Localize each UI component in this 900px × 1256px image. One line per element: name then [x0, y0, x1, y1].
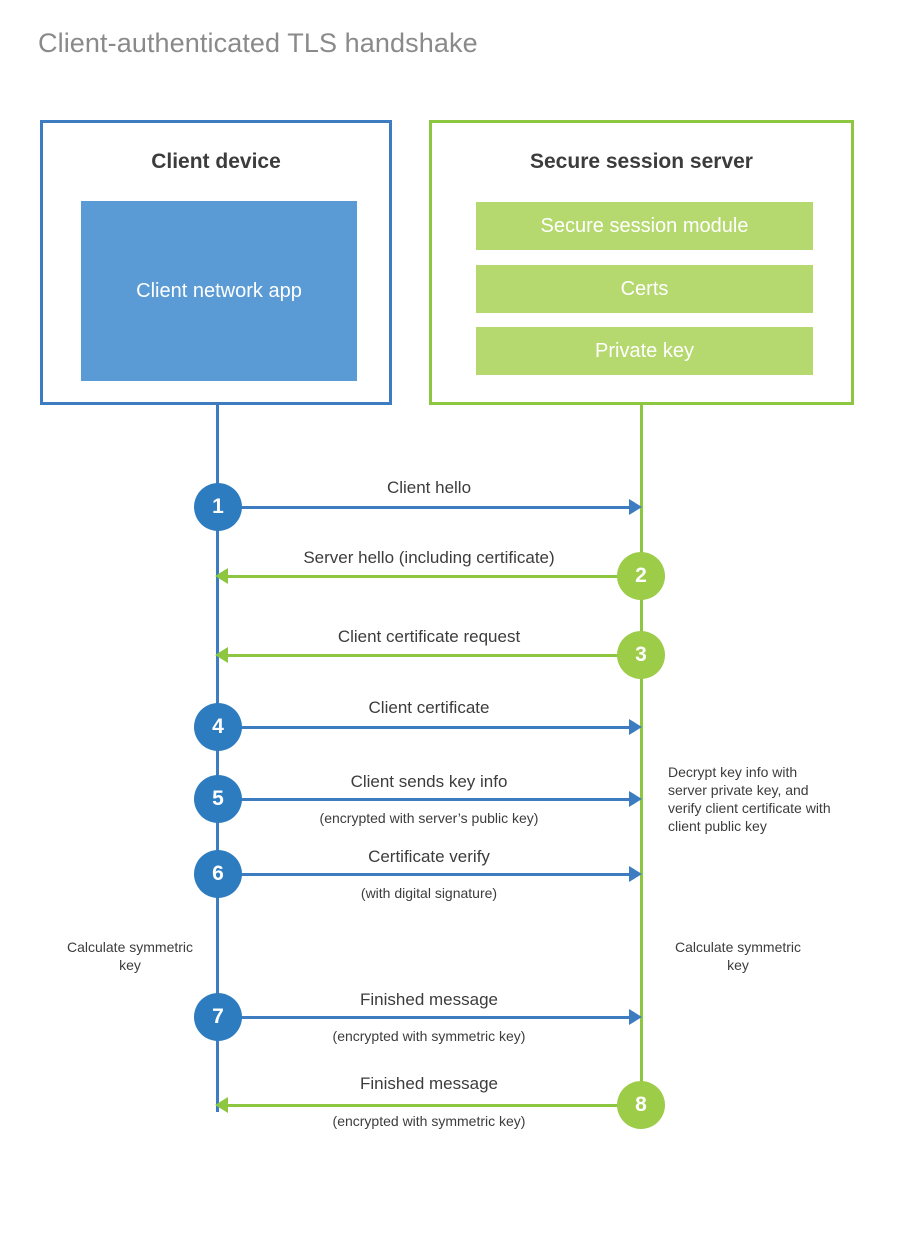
step-6-arrow-line: [218, 873, 633, 876]
client-network-app-block: Client network app: [81, 201, 357, 381]
server-decrypt-note: Decrypt key info with server private key…: [668, 764, 831, 834]
step-2-label: Server hello (including certificate): [303, 548, 555, 567]
step-3-arrow-line: [226, 654, 641, 657]
step-3-label: Client certificate request: [337, 627, 521, 646]
secure-session-server-box: Secure session server Secure session mod…: [429, 120, 854, 405]
step-6-marker[interactable]: 6: [194, 850, 242, 898]
step-7-arrow-line: [218, 1016, 633, 1019]
server-component-secure-session-module: Secure session module: [476, 202, 813, 250]
step-5-label: Client sends key info: [350, 772, 508, 791]
step-5-sublabel: (encrypted with server’s public key): [319, 810, 539, 826]
step-6-sublabel: (with digital signature): [360, 885, 498, 901]
step-1-arrow-line: [218, 506, 633, 509]
step-4-marker[interactable]: 4: [194, 703, 242, 751]
step-7-label: Finished message: [360, 990, 498, 1009]
step-3-marker[interactable]: 3: [617, 631, 665, 679]
client-calculate-symmetric-key-note: Calculate symmetric key: [66, 939, 194, 973]
step-2-arrow-line: [226, 575, 641, 578]
step-7-sublabel: (encrypted with symmetric key): [332, 1028, 526, 1044]
step-8-arrow-head-icon: [215, 1097, 228, 1113]
client-device-box: Client device Client network app: [40, 120, 392, 405]
server-component-private-key: Private key: [476, 327, 813, 375]
server-component-certs: Certs: [476, 265, 813, 313]
server-lifeline: [640, 405, 643, 1105]
step-1-label: Client hello: [386, 478, 472, 497]
step-7-arrow-head-icon: [629, 1009, 642, 1025]
step-5-marker[interactable]: 5: [194, 775, 242, 823]
server-calculate-symmetric-key-note: Calculate symmetric key: [674, 939, 802, 973]
step-4-label: Client certificate: [368, 698, 490, 717]
step-8-arrow-line: [226, 1104, 641, 1107]
step-5-arrow-line: [218, 798, 633, 801]
page-title: Client-authenticated TLS handshake: [38, 28, 478, 58]
step-7-marker[interactable]: 7: [194, 993, 242, 1041]
step-5-arrow-head-icon: [629, 791, 642, 807]
client-lifeline: [216, 405, 219, 1112]
step-2-marker[interactable]: 2: [617, 552, 665, 600]
step-8-label: Finished message: [360, 1074, 498, 1093]
step-6-arrow-head-icon: [629, 866, 642, 882]
step-1-marker[interactable]: 1: [194, 483, 242, 531]
step-8-marker[interactable]: 8: [617, 1081, 665, 1129]
client-device-title: Client device: [151, 150, 281, 173]
step-4-arrow-line: [218, 726, 633, 729]
secure-session-server-title: Secure session server: [530, 150, 753, 173]
step-2-arrow-head-icon: [215, 568, 228, 584]
step-6-label: Certificate verify: [368, 847, 490, 866]
step-3-arrow-head-icon: [215, 647, 228, 663]
step-1-arrow-head-icon: [629, 499, 642, 515]
step-8-sublabel: (encrypted with symmetric key): [332, 1113, 526, 1129]
step-4-arrow-head-icon: [629, 719, 642, 735]
